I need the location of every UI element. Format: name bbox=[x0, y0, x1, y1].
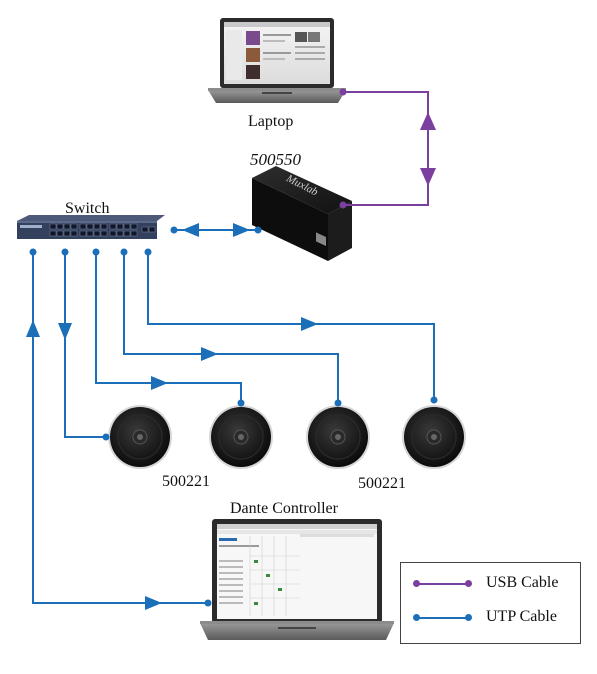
ceiling-speaker-icon bbox=[306, 405, 370, 469]
usb-cable-markers bbox=[339, 88, 436, 209]
adapter-label: 500550 bbox=[250, 150, 301, 169]
ceiling-speaker-icon bbox=[209, 405, 273, 469]
switch-label: Switch bbox=[65, 200, 110, 217]
usb-cable bbox=[343, 91, 429, 206]
utp-legend-dot bbox=[413, 614, 420, 621]
legend: USB Cable UTP Cable bbox=[400, 562, 581, 644]
utp-legend-label: UTP Cable bbox=[486, 608, 557, 625]
laptop-icon bbox=[208, 18, 346, 103]
laptop-dante-controller-icon bbox=[200, 519, 394, 640]
usb-legend-label: USB Cable bbox=[486, 574, 559, 591]
ceiling-speaker-icon bbox=[402, 405, 466, 469]
utp-cable-markers bbox=[26, 223, 438, 610]
speaker-label-left: 500221 bbox=[162, 473, 210, 490]
ceiling-speaker-icon bbox=[108, 405, 172, 469]
utp-legend-dot bbox=[465, 614, 472, 621]
usb-legend-dot bbox=[413, 580, 420, 587]
usb-legend-dot bbox=[465, 580, 472, 587]
usb-dante-adapter-icon: Muxlab bbox=[252, 166, 352, 261]
legend-row-utp: UTP Cable bbox=[401, 606, 580, 630]
usb-legend-line bbox=[416, 583, 468, 585]
legend-row-usb: USB Cable bbox=[401, 572, 580, 596]
dante-controller-label: Dante Controller bbox=[230, 500, 338, 517]
network-switch-icon bbox=[17, 215, 165, 239]
speaker-label-right: 500221 bbox=[358, 475, 406, 492]
laptop-label: Laptop bbox=[248, 113, 294, 130]
utp-legend-line bbox=[416, 617, 468, 619]
